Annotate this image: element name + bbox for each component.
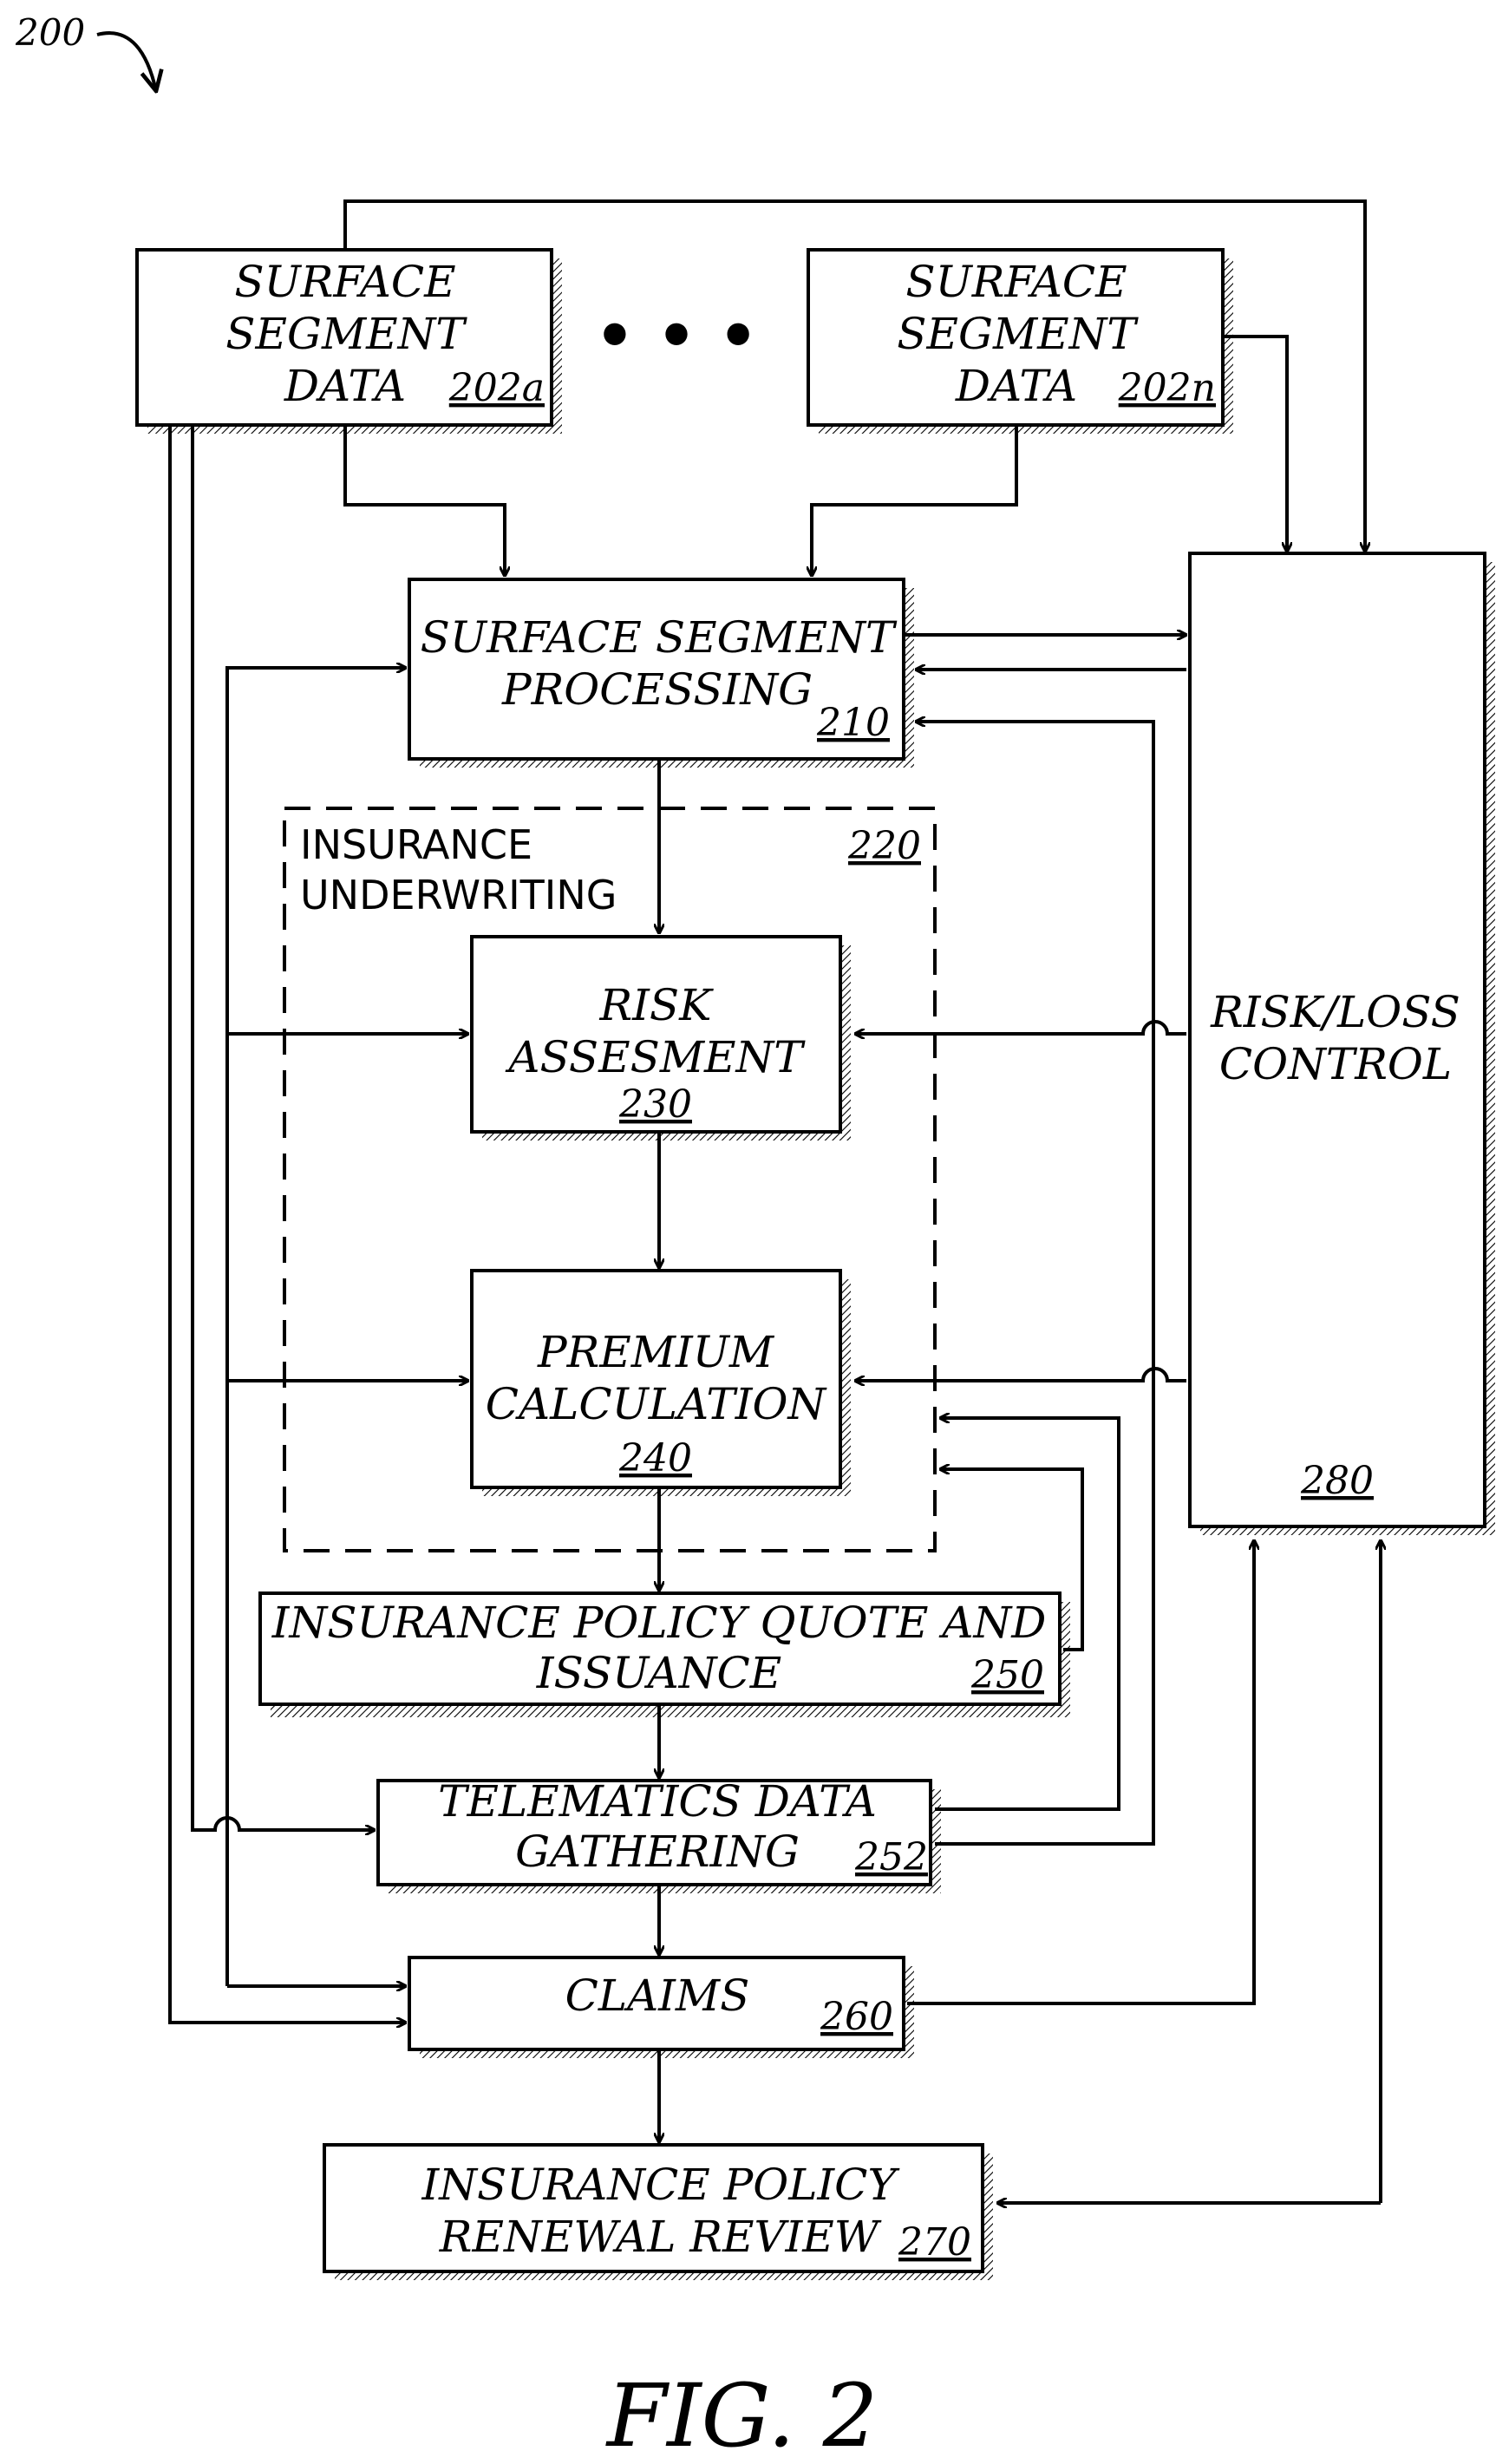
processing-line-1: SURFACE SEGMENT xyxy=(421,612,898,663)
premium-calculation-box: PREMIUM CALCULATION 240 xyxy=(472,1271,840,1487)
quote-line-1: INSURANCE POLICY QUOTE AND xyxy=(271,1598,1047,1648)
renewal-line-2: RENEWAL REVIEW xyxy=(439,2212,882,2262)
ellipsis: • • • xyxy=(595,299,758,372)
risk-assesment-box: RISK ASSESMENT 230 xyxy=(472,937,840,1132)
claims-ref: 260 xyxy=(820,1995,893,2039)
telematics-line-2: GATHERING xyxy=(515,1827,800,1877)
seg-n-line-2: SEGMENT xyxy=(897,309,1139,359)
underwriting-line-1: INSURANCE xyxy=(300,821,532,868)
policy-renewal-review-box: INSURANCE POLICY RENEWAL REVIEW 270 xyxy=(324,2145,983,2271)
processing-ref: 210 xyxy=(816,701,890,745)
policy-quote-issuance-box: INSURANCE POLICY QUOTE AND ISSUANCE 250 xyxy=(260,1593,1060,1704)
riskloss-line-1: RISK/LOSS xyxy=(1210,987,1460,1037)
surface-segment-data-n-box: SURFACE SEGMENT DATA 202n xyxy=(808,250,1223,425)
figure-reference-arrow xyxy=(97,33,156,91)
surface-segment-data-a-box: SURFACE SEGMENT DATA 202a xyxy=(137,250,552,425)
seg-a-line-3: DATA xyxy=(284,361,406,411)
riskloss-ref: 280 xyxy=(1300,1459,1374,1503)
underwriting-line-2: UNDERWRITING xyxy=(300,872,617,918)
telematics-ref: 252 xyxy=(854,1835,928,1879)
quote-ref: 250 xyxy=(970,1653,1044,1697)
claims-line-1: CLAIMS xyxy=(565,1971,750,2021)
telematics-line-1: TELEMATICS DATA xyxy=(438,1776,877,1827)
figure-reference: 200 xyxy=(15,11,85,54)
risk-ref: 230 xyxy=(618,1082,692,1127)
telematics-data-gathering-box: TELEMATICS DATA GATHERING 252 xyxy=(378,1776,931,1885)
seg-n-line-1: SURFACE xyxy=(905,257,1127,307)
premium-ref: 240 xyxy=(618,1436,692,1480)
renewal-ref: 270 xyxy=(898,2220,971,2265)
seg-a-line-2: SEGMENT xyxy=(225,309,467,359)
seg-n-line-3: DATA xyxy=(955,361,1077,411)
processing-line-2: PROCESSING xyxy=(501,664,813,715)
surface-segment-processing-box: SURFACE SEGMENT PROCESSING 210 xyxy=(409,579,904,759)
risk-line-2: ASSESMENT xyxy=(505,1032,806,1082)
seg-n-ref: 202n xyxy=(1118,366,1216,410)
risk-line-1: RISK xyxy=(598,980,714,1030)
risk-loss-control-box: RISK/LOSS CONTROL 280 xyxy=(1190,553,1485,1526)
underwriting-ref: 220 xyxy=(847,824,921,868)
seg-a-line-1: SURFACE xyxy=(234,257,455,307)
claims-box: CLAIMS 260 xyxy=(409,1957,904,2049)
seg-a-ref: 202a xyxy=(448,366,545,410)
premium-line-2: CALCULATION xyxy=(486,1379,828,1429)
premium-line-1: PREMIUM xyxy=(537,1327,775,1377)
renewal-line-1: INSURANCE POLICY xyxy=(421,2160,900,2210)
riskloss-line-2: CONTROL xyxy=(1219,1039,1452,1089)
figure-caption: FIG. 2 xyxy=(605,2365,878,2464)
quote-line-2: ISSUANCE xyxy=(536,1648,782,1698)
